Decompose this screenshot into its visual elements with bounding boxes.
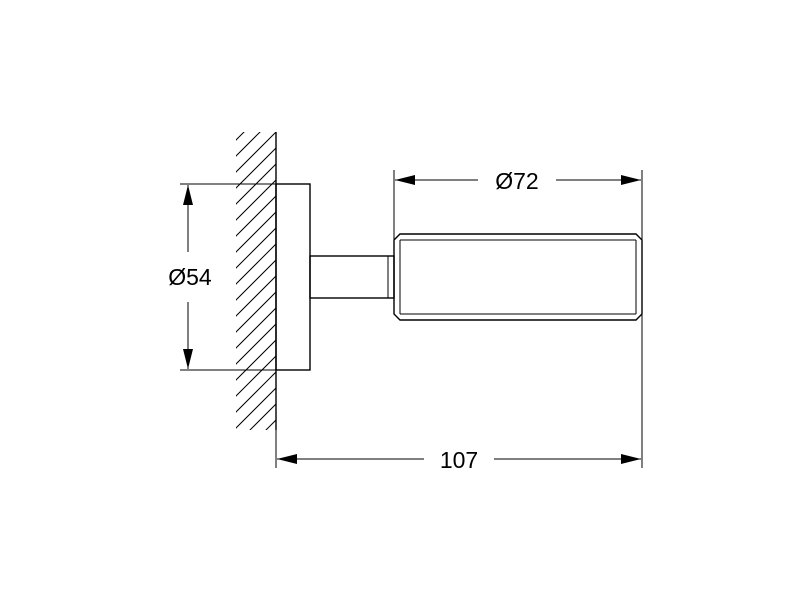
wall-plate	[275, 183, 311, 371]
connecting-rod	[309, 255, 395, 299]
dimension-wall-plate-diameter: Ø54	[168, 185, 212, 369]
holder-diameter-label: Ø72	[495, 168, 538, 194]
wall-plate-diameter-label: Ø54	[168, 264, 212, 290]
holder-body	[393, 233, 643, 321]
wall-hatching	[236, 132, 276, 430]
holder-outline	[393, 233, 643, 321]
dimension-holder-diameter: Ø72	[395, 168, 641, 194]
extension-lines	[180, 170, 643, 468]
wall-section	[236, 132, 277, 430]
total-projection-label: 107	[440, 447, 478, 473]
dimension-total-projection: 107	[277, 447, 641, 473]
